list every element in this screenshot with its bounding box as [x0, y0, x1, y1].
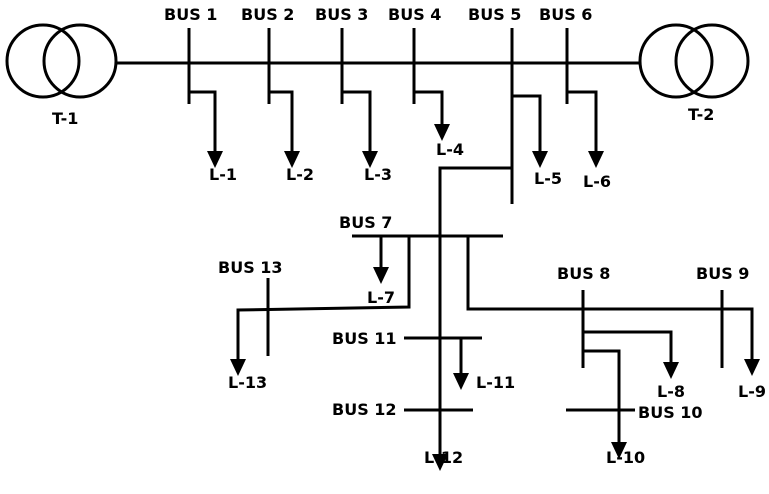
load-l6-feeder: [567, 90, 598, 155]
load-l5-label: L-5: [534, 169, 562, 188]
load-l11-label: L-11: [476, 373, 515, 392]
load-l8-label: L-8: [657, 382, 685, 401]
bus7-label: BUS 7: [339, 213, 392, 232]
load-l2-feeder: [269, 90, 294, 155]
transformer-t2-winding-primary: [638, 23, 714, 99]
transformer-t2: [638, 23, 750, 99]
transformer-t2-label: T-2: [688, 105, 714, 124]
load-l8-feeder: [583, 330, 673, 365]
load-l4-label: L-4: [436, 140, 464, 159]
bus8-bus9-feeder: [466, 236, 754, 362]
transformer-t1-label: T-1: [52, 109, 78, 128]
load-l1-feeder: [189, 90, 217, 155]
load-l6-arrow: [588, 151, 604, 168]
load-l7-label: L-7: [367, 288, 395, 307]
load-l1-arrow: [207, 151, 223, 168]
load-l10-label: L-10: [606, 448, 645, 467]
bus5-label: BUS 5: [468, 5, 521, 24]
load-l4-arrow: [434, 124, 450, 141]
load-l12-arrow: [432, 454, 448, 471]
load-l13-arrow: [230, 359, 246, 376]
bus10-feeder: [583, 349, 621, 445]
transformer-t2-winding-secondary: [674, 23, 750, 99]
transformer-t1-winding-primary: [5, 23, 81, 99]
load-l9-arrow: [744, 359, 760, 376]
load-l4-feeder: [414, 90, 444, 128]
load-l1-label: L-1: [209, 165, 237, 184]
bus8-label: BUS 8: [557, 264, 610, 283]
transformer-t1-winding-secondary: [42, 23, 118, 99]
load-l9-label: L-9: [738, 382, 766, 401]
load-l5-feeder: [512, 94, 542, 155]
load-l2-label: L-2: [286, 165, 314, 184]
load-l13-label: L-13: [228, 373, 267, 392]
load-l2-arrow: [284, 151, 300, 168]
load-l12-label: L-12: [424, 448, 463, 467]
bus11-label: BUS 11: [332, 329, 397, 348]
load-l11-arrow: [453, 373, 469, 390]
load-l10-arrow: [611, 442, 627, 459]
trunk-feeder: [438, 166, 512, 458]
bus13-label: BUS 13: [218, 258, 283, 277]
bus2-label: BUS 2: [241, 5, 294, 24]
bus6-label: BUS 6: [539, 5, 592, 24]
bus3-label: BUS 3: [315, 5, 368, 24]
load-l7-arrow: [373, 267, 389, 284]
bus12-label: BUS 12: [332, 400, 397, 419]
bus10-label: BUS 10: [638, 403, 703, 422]
bus13-feeder: [236, 236, 411, 362]
load-l8-arrow: [663, 362, 679, 379]
load-l5-arrow: [532, 151, 548, 168]
load-l3-feeder: [342, 90, 372, 155]
load-l3-label: L-3: [364, 165, 392, 184]
bus9-label: BUS 9: [696, 264, 749, 283]
load-l3-arrow: [362, 151, 378, 168]
bus1-label: BUS 1: [164, 5, 217, 24]
load-l6-label: L-6: [583, 172, 611, 191]
bus4-label: BUS 4: [388, 5, 441, 24]
transformer-t1: [5, 23, 118, 99]
